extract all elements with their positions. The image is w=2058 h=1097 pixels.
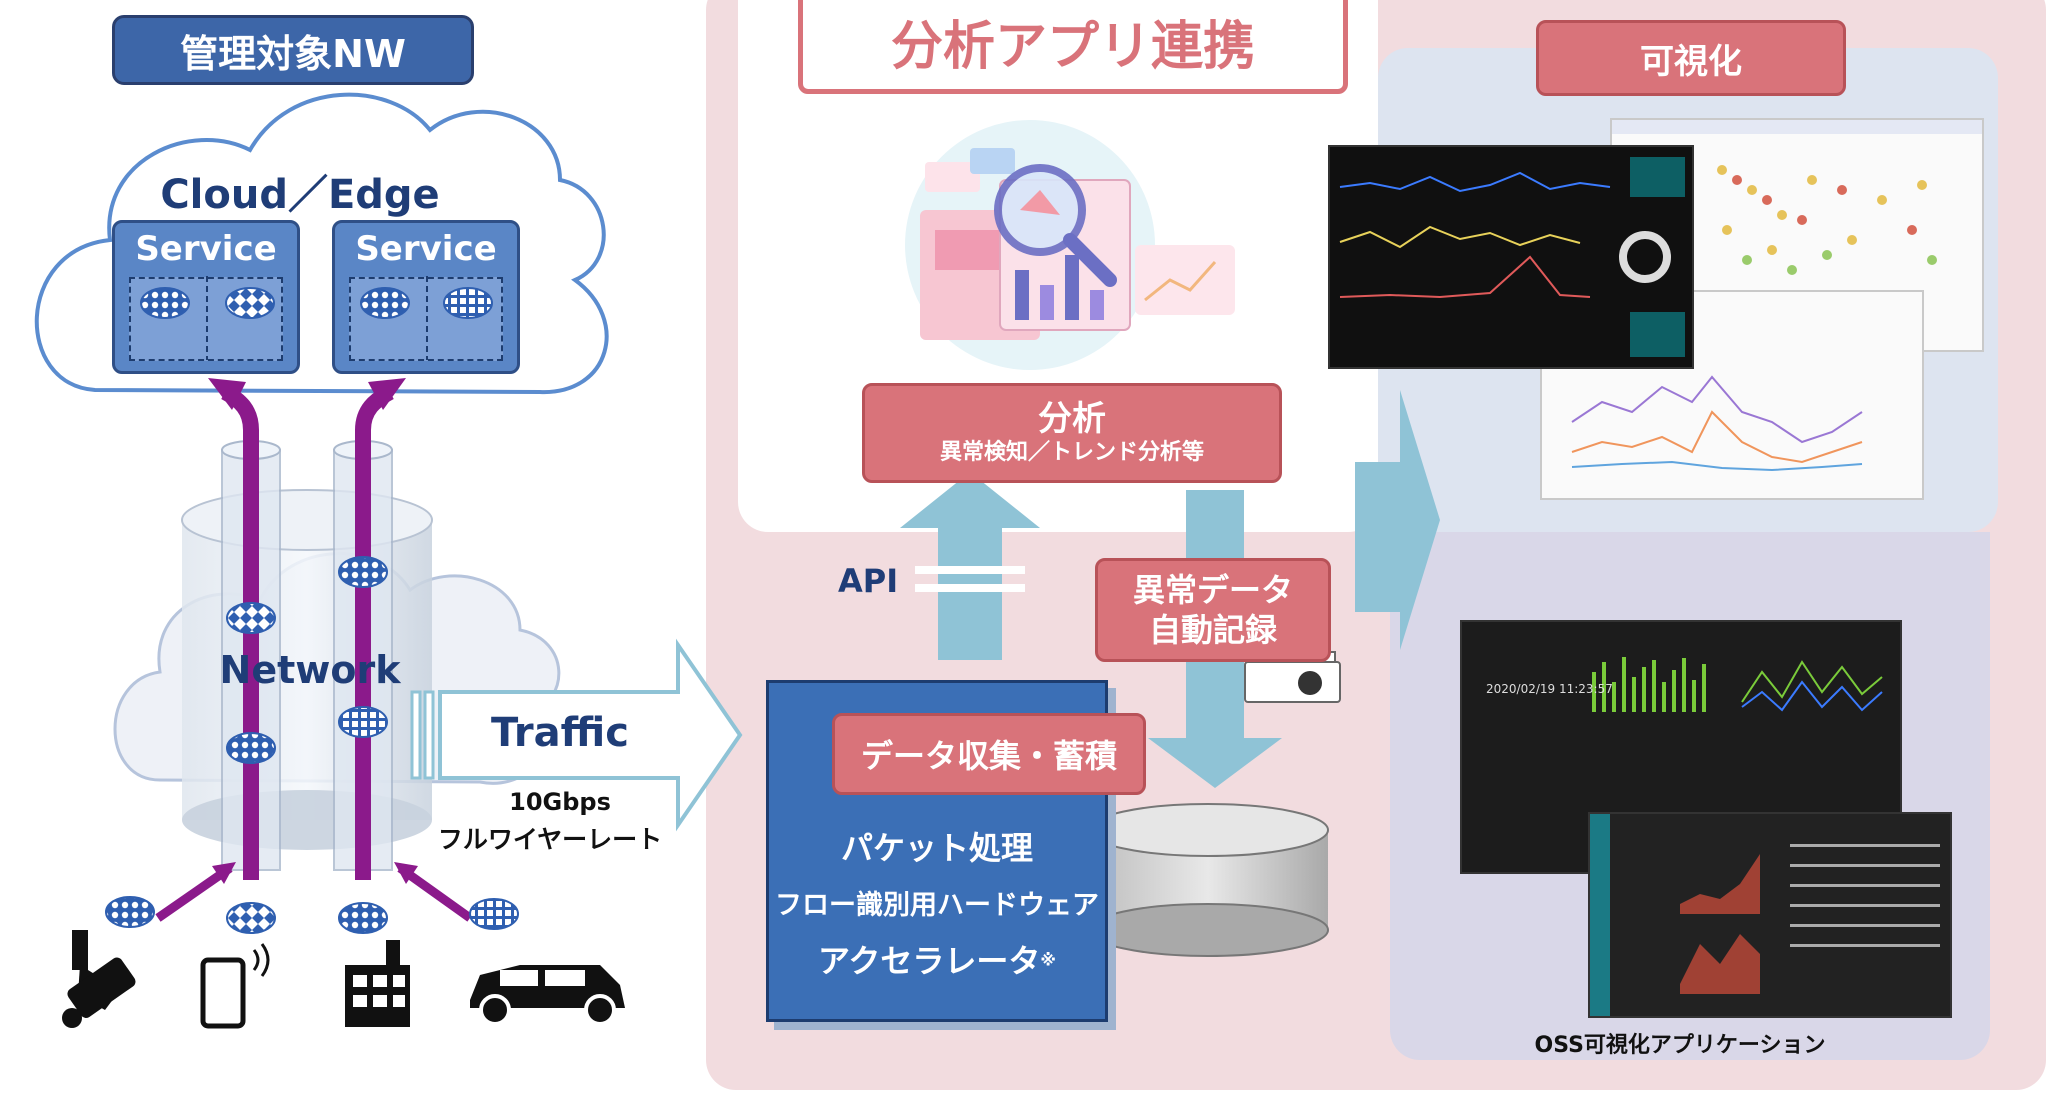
service-packets <box>140 276 493 360</box>
traffic-speed: 10Gbps <box>509 788 611 816</box>
viz-screenshot-kibana <box>1588 812 1952 1018</box>
car-icon <box>470 965 625 1026</box>
network-label: Network <box>219 648 401 692</box>
hw-line3-wrap: アクセラレータ※ <box>769 936 1105 982</box>
traffic-label: Traffic <box>491 710 629 756</box>
analysis-app-title-text: 分析アプリ連携 <box>890 16 1255 77</box>
cloud-edge-label: Cloud／Edge <box>160 172 440 218</box>
traffic-rate: フルワイヤーレート <box>437 825 663 854</box>
api-arrow <box>900 472 1040 660</box>
dashboard-date: 2020/02/19 11:23:57 <box>1486 682 1613 696</box>
database-icon <box>1087 803 1329 957</box>
dots-chart-thumb <box>1612 120 1982 275</box>
packet-icons <box>105 556 519 934</box>
visualize-title-text: 可視化 <box>1640 41 1742 82</box>
managed-network-title-text: 管理対象NW <box>180 31 406 76</box>
hw-line2: フロー識別用ハードウェア <box>775 890 1099 921</box>
service-box-1-title: Service <box>135 229 277 269</box>
analysis-app-title: 分析アプリ連携 <box>798 0 1348 94</box>
analysis-illustration <box>905 120 1235 370</box>
dashboard-bars-thumb <box>1592 657 1883 712</box>
analyze-box: 分析 異常検知／トレンド分析等 <box>862 383 1282 483</box>
smartphone-icon <box>200 943 270 1029</box>
service-box-2-title: Service <box>355 229 497 269</box>
managed-network-title: 管理対象NW <box>112 15 474 85</box>
data-collect-label: データ収集・蓄積 <box>860 737 1117 775</box>
traffic-arrow <box>410 638 743 832</box>
anomaly-record-box: 異常データ 自動記録 <box>1095 558 1331 662</box>
analyze-subtitle: 異常検知／トレンド分析等 <box>939 440 1204 465</box>
anomaly-line1: 異常データ <box>1132 571 1293 609</box>
viz-screenshot-timeseries <box>1328 145 1694 369</box>
building-icon <box>345 940 410 1027</box>
visualize-title: 可視化 <box>1536 20 1846 96</box>
hw-note: ※ <box>1040 950 1056 970</box>
timeseries-thumb <box>1339 157 1685 357</box>
anomaly-line2: 自動記録 <box>1148 611 1277 649</box>
data-collect-box: データ収集・蓄積 <box>832 713 1146 795</box>
oss-caption: OSS可視化アプリケーション <box>1534 1033 1826 1058</box>
visualize-arrow <box>1355 390 1440 650</box>
api-label: API <box>838 562 899 600</box>
hw-line3: アクセラレータ <box>818 942 1041 980</box>
kibana-thumb <box>1590 814 1940 1016</box>
analyze-title: 分析 <box>1038 399 1106 439</box>
lines-chart-thumb <box>1571 375 1863 472</box>
hw-line1: パケット処理 <box>840 829 1033 867</box>
camera-icon <box>62 930 136 1028</box>
purple-flow-arrows <box>155 378 473 922</box>
